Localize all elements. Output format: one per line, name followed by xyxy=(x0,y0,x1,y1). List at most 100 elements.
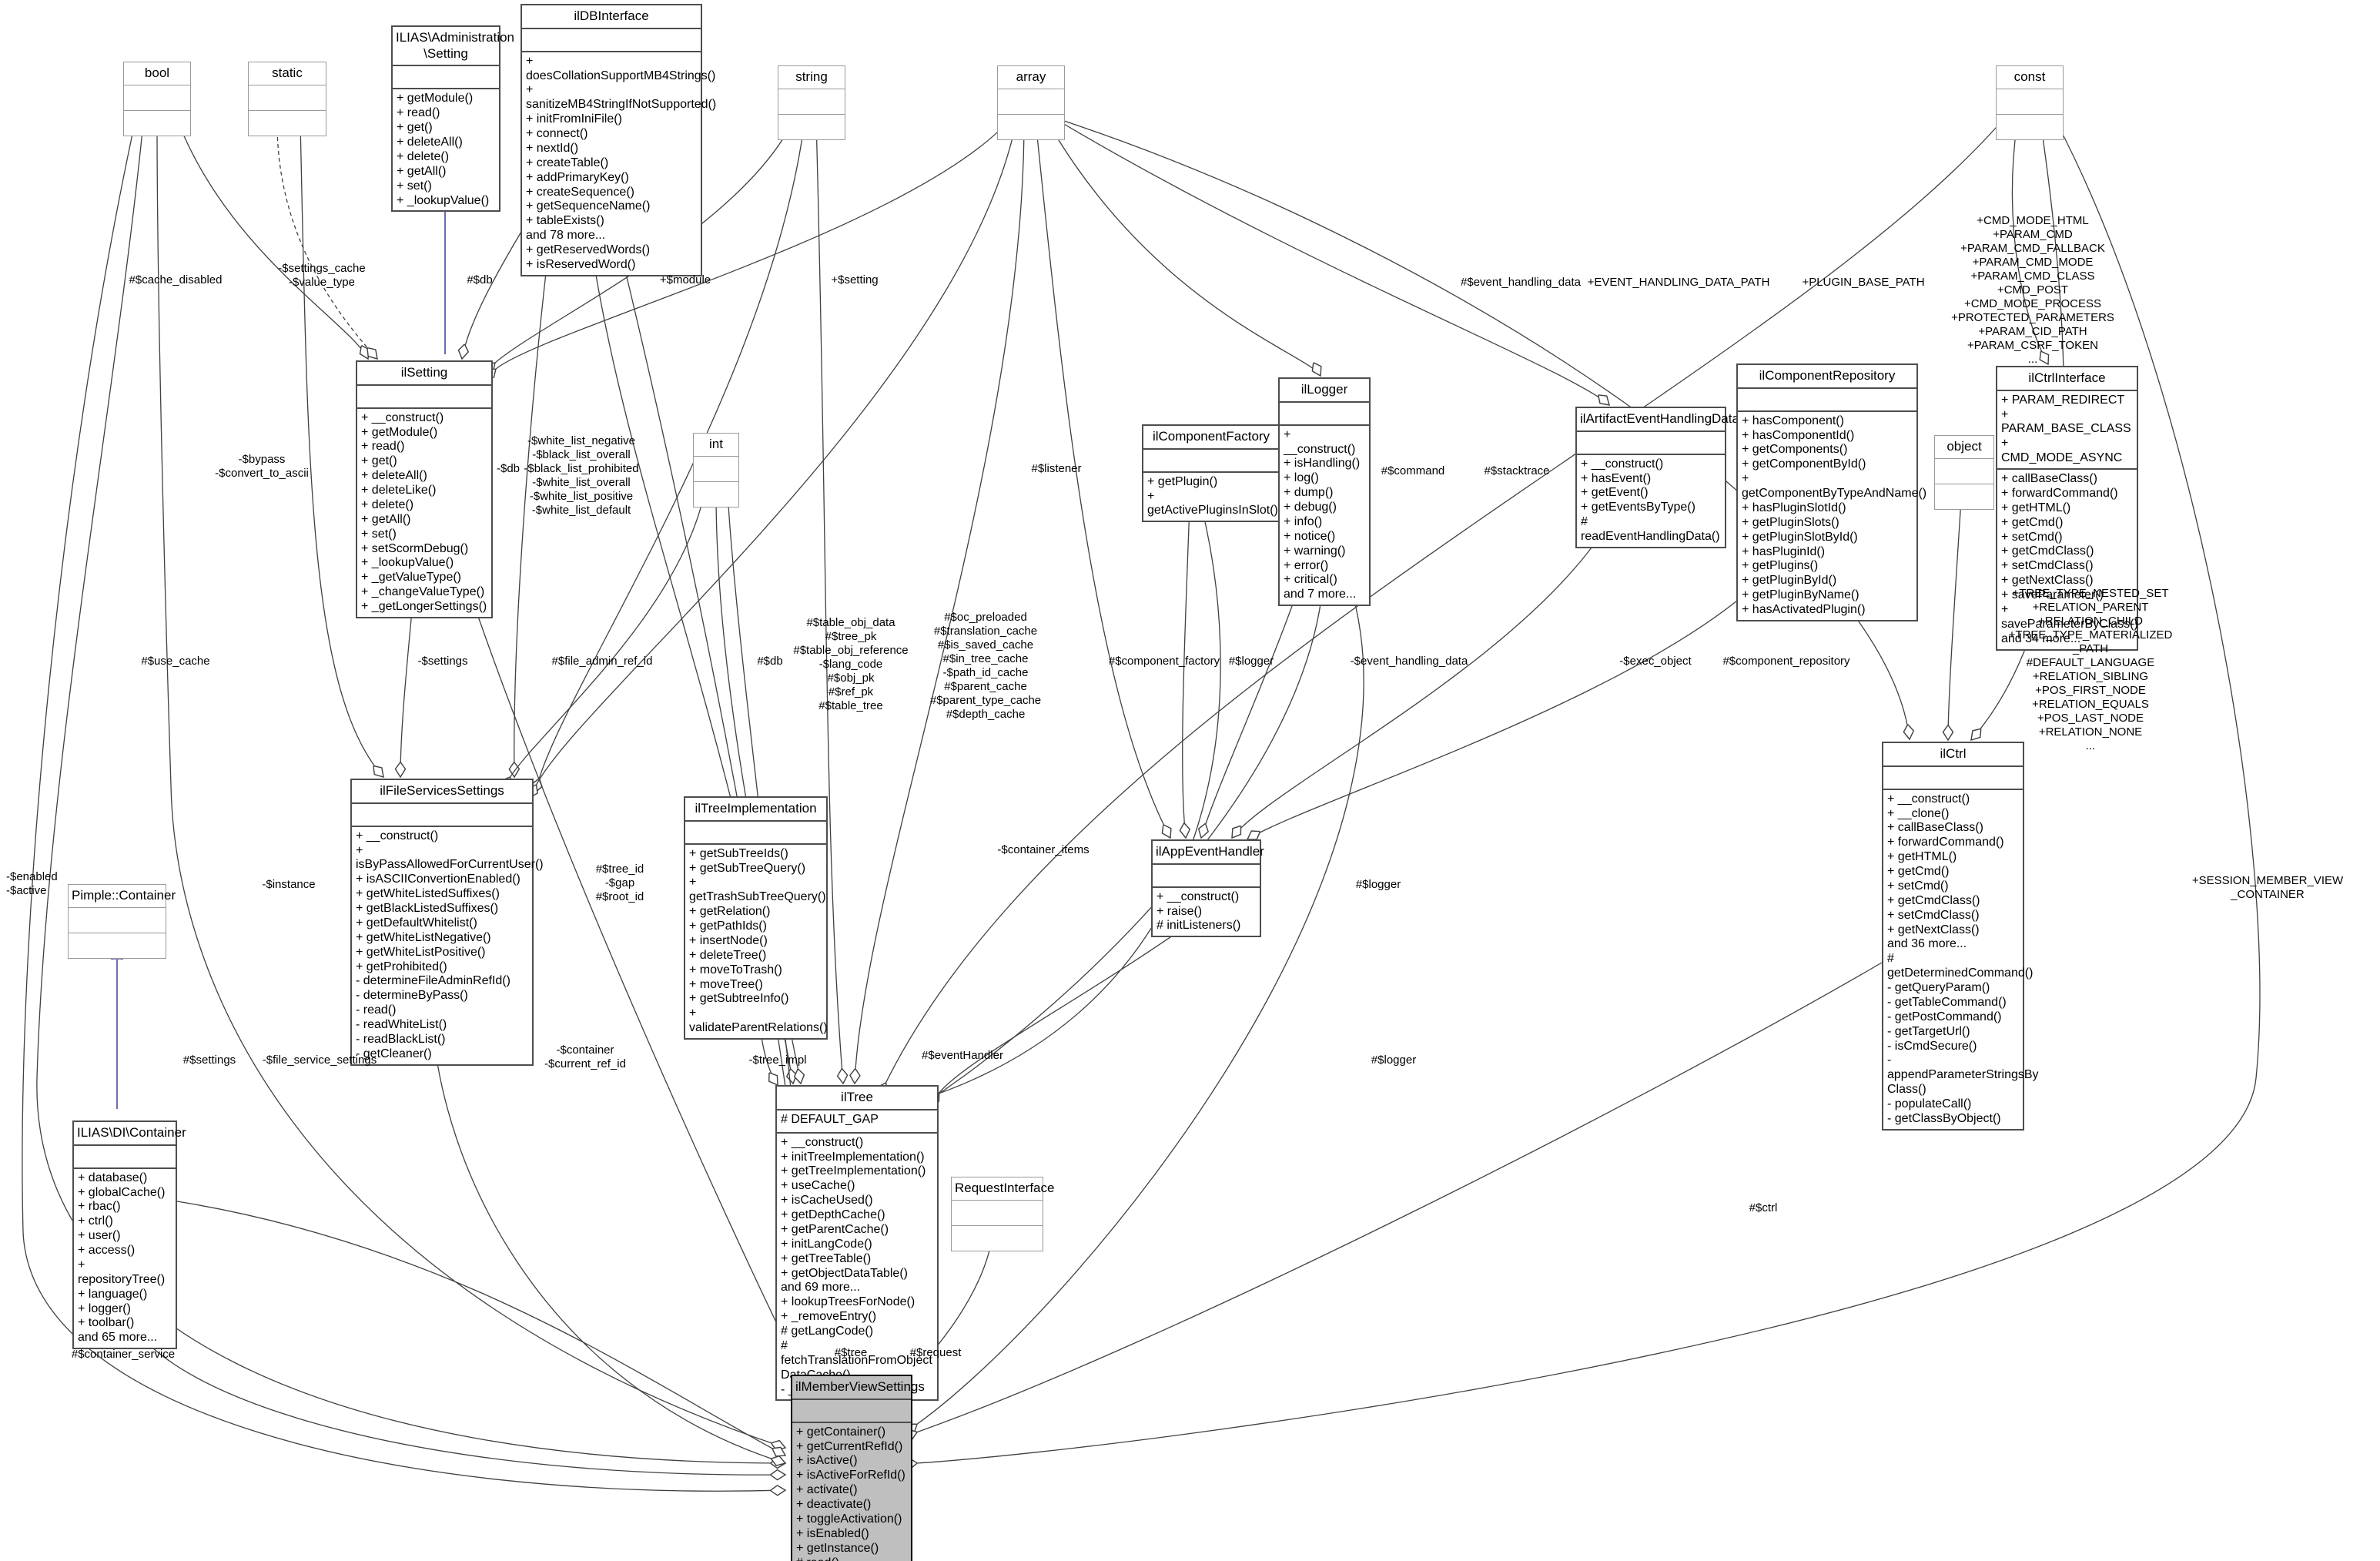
class-node-ilmemberviewsettings[interactable]: ilMemberViewSettings+ getContainer() + g… xyxy=(791,1375,925,1561)
class-node-title: string xyxy=(778,66,845,89)
class-node-operations: + getContainer() + getCurrentRefId() + i… xyxy=(796,1425,905,1561)
class-node-title: ilTreeImplementation xyxy=(685,798,826,822)
class-node-bool[interactable]: bool xyxy=(123,62,191,136)
class-node-attributes xyxy=(352,804,532,827)
edge-label-plugin-base-path: +PLUGIN_BASE_PATH xyxy=(1802,276,1925,289)
class-node-attributes xyxy=(74,1146,176,1169)
edge-label-oc-preloaded: #$oc_preloaded #$translation_cache #$is_… xyxy=(929,611,1042,721)
edge-label-settings-bottom: #$settings xyxy=(182,1054,236,1067)
edge-label-setting: +$setting xyxy=(831,273,879,286)
class-node-attributes xyxy=(792,1400,911,1423)
edge-label-event-handling-data-2: -$event_handling_data xyxy=(1350,655,1468,668)
class-node-operations: + __construct() + __clone() + callBaseCl… xyxy=(1887,792,2039,1125)
class-node-ilcomponentrepository[interactable]: ilComponentRepository+ hasComponent() + … xyxy=(1736,363,1926,621)
edge-label-db-mid: -$db xyxy=(496,462,521,475)
class-node-attributes xyxy=(1577,432,1725,455)
class-node-title: ilComponentRepository xyxy=(1738,365,1916,389)
class-node-ilctrlinterface[interactable]: ilCtrlInterface+ PARAM_REDIRECT + PARAM_… xyxy=(1996,366,2138,651)
edge-label-logger-b: #$logger xyxy=(1355,878,1401,891)
class-node-title: ilCtrlInterface xyxy=(1997,367,2137,391)
class-node-title: object xyxy=(1935,436,1993,459)
class-node-attributes xyxy=(685,822,826,845)
class-node-attributes xyxy=(1738,389,1916,412)
class-node-operations: + __construct() + isByPassAllowedForCurr… xyxy=(356,829,544,1060)
class-node-ilfileservicessettings[interactable]: ilFileServicesSettings + __construct() + … xyxy=(350,779,544,1066)
class-node-illogger[interactable]: ilLogger + __construct() + isHandling() +… xyxy=(1278,377,1371,607)
class-node-attributes xyxy=(124,85,190,111)
class-node-operations xyxy=(694,482,738,507)
edge-label-event-handling-path: +EVENT_HANDLING_DATA_PATH xyxy=(1587,276,1770,289)
class-node-operations: + getModule() + read() + get() + deleteA… xyxy=(397,92,490,207)
class-node-operations: + __construct() + getModule() + read() +… xyxy=(361,410,487,614)
class-node-title: ILIAS\DI\Container xyxy=(74,1122,186,1146)
class-node-ilias-di-container[interactable]: ILIAS\DI\Container + database() + globalC… xyxy=(72,1121,186,1350)
class-node-iltree[interactable]: ilTree# DEFAULT_GAP+ __construct() + ini… xyxy=(775,1085,939,1402)
edge-label-logger-a: #$logger xyxy=(1228,655,1274,668)
class-node-attributes xyxy=(1997,89,2063,115)
edge-label-component-factory: #$component_factory xyxy=(1108,655,1220,668)
edge-label-logger-c: #$logger xyxy=(1371,1054,1417,1067)
class-node-iltreeimplementation[interactable]: ilTreeImplementation+ getSubTreeIds() + … xyxy=(684,796,828,1040)
class-node-operations: + __construct() + isHandling() + log() +… xyxy=(1284,427,1361,601)
edge-label-tree-consts: +TREE_TYPE_NESTED_SET +RELATION_PARENT +… xyxy=(2008,587,2173,752)
class-node-title: const xyxy=(1997,66,2063,89)
class-node-ildbinterface[interactable]: ilDBInterface+ doesCollationSupportMB4St… xyxy=(521,4,717,276)
edge-label-container-cur-ref: -$container -$current_ref_id xyxy=(544,1043,626,1070)
edge-label-ctrl: #$ctrl xyxy=(1749,1201,1778,1214)
edge-label-command: #$command xyxy=(1381,464,1445,477)
edge-label-file-admin-ref-id: #$file_admin_ref_id xyxy=(551,655,653,668)
class-node-title: ilLogger xyxy=(1280,379,1369,403)
class-node-requestinterface[interactable]: RequestInterface xyxy=(951,1177,1054,1251)
class-node-pimple-container[interactable]: Pimple::Container xyxy=(68,884,176,959)
class-node-title: ILIAS\Administration \Setting xyxy=(393,27,514,67)
class-node-attributes xyxy=(522,29,701,52)
class-node-int[interactable]: int xyxy=(693,433,739,507)
class-node-ilartifacteventhandlingdata[interactable]: ilArtifactEventHandlingData+ __construct… xyxy=(1575,407,1739,548)
class-node-ilias-administration-setting[interactable]: ILIAS\Administration \Setting + getModule… xyxy=(391,25,514,213)
edge-label-module: +$module xyxy=(659,273,711,286)
edge-label-stacktrace: #$stacktrace xyxy=(1484,464,1550,477)
edge-label-container-items: -$container_items xyxy=(997,843,1090,856)
class-node-operations xyxy=(249,111,326,136)
class-node-operations xyxy=(69,933,166,958)
edge-label-listener: #$listener xyxy=(1031,462,1082,475)
class-node-operations: + __construct() + initTreeImplementation… xyxy=(781,1135,932,1396)
class-node-operations: + doesCollationSupportMB4Strings() + san… xyxy=(526,54,717,271)
edge-label-cache-disabled: #$cache_disabled xyxy=(129,273,223,286)
class-node-operations: + callBaseClass() + forwardCommand() + g… xyxy=(2001,472,2138,645)
class-node-title: ilAppEventHandler xyxy=(1153,841,1264,865)
edge-label-event-handling-data: #$event_handling_data xyxy=(1461,276,1581,289)
class-node-title: RequestInterface xyxy=(952,1177,1054,1201)
class-node-title: ilFileServicesSettings xyxy=(352,780,532,804)
class-node-attributes xyxy=(952,1201,1043,1226)
class-node-title: int xyxy=(694,434,738,457)
class-node-ilctrl[interactable]: ilCtrl+ __construct() + __clone() + call… xyxy=(1882,742,2039,1131)
class-node-title: bool xyxy=(124,62,190,85)
class-node-object[interactable]: object xyxy=(1934,435,1994,510)
edge-label-table-obj-data: #$table_obj_data #$tree_pk #$table_obj_r… xyxy=(793,616,909,712)
class-node-attributes xyxy=(1935,459,1993,484)
class-node-array[interactable]: array xyxy=(997,65,1065,140)
edge-label-settings-left: -$settings xyxy=(417,655,468,668)
class-node-ilsetting[interactable]: ilSetting+ __construct() + getModule() +… xyxy=(356,360,493,618)
class-node-ilappeventhandler[interactable]: ilAppEventHandler+ __construct() + raise… xyxy=(1151,839,1264,938)
class-node-attributes xyxy=(778,89,845,115)
class-node-static[interactable]: static xyxy=(248,62,326,136)
edge-label-file-service-settings: -$file_service_settings xyxy=(262,1054,377,1067)
class-node-attributes xyxy=(998,89,1064,115)
edge-label-container-service: #$container_service xyxy=(71,1348,176,1361)
class-node-operations: + database() + globalCache() + rbac() + … xyxy=(78,1171,166,1345)
class-node-string[interactable]: string xyxy=(778,65,845,140)
class-node-operations xyxy=(778,115,845,139)
class-node-ilcomponentfactory[interactable]: ilComponentFactory+ getPlugin() + getAct… xyxy=(1142,424,1280,523)
class-node-operations xyxy=(1997,115,2063,139)
class-node-title: array xyxy=(998,66,1064,89)
edge-label-tree-bottom: #$tree xyxy=(834,1346,868,1359)
class-node-const[interactable]: const xyxy=(1996,65,2064,140)
class-node-operations xyxy=(1935,484,1993,509)
edge-label-white-black-lists: -$white_list_negative -$black_list_overa… xyxy=(524,434,639,517)
class-node-attributes xyxy=(1153,865,1260,888)
class-node-attributes xyxy=(249,85,326,111)
edge-label-settings-cache: -$settings_cache -$value_type xyxy=(278,262,366,289)
